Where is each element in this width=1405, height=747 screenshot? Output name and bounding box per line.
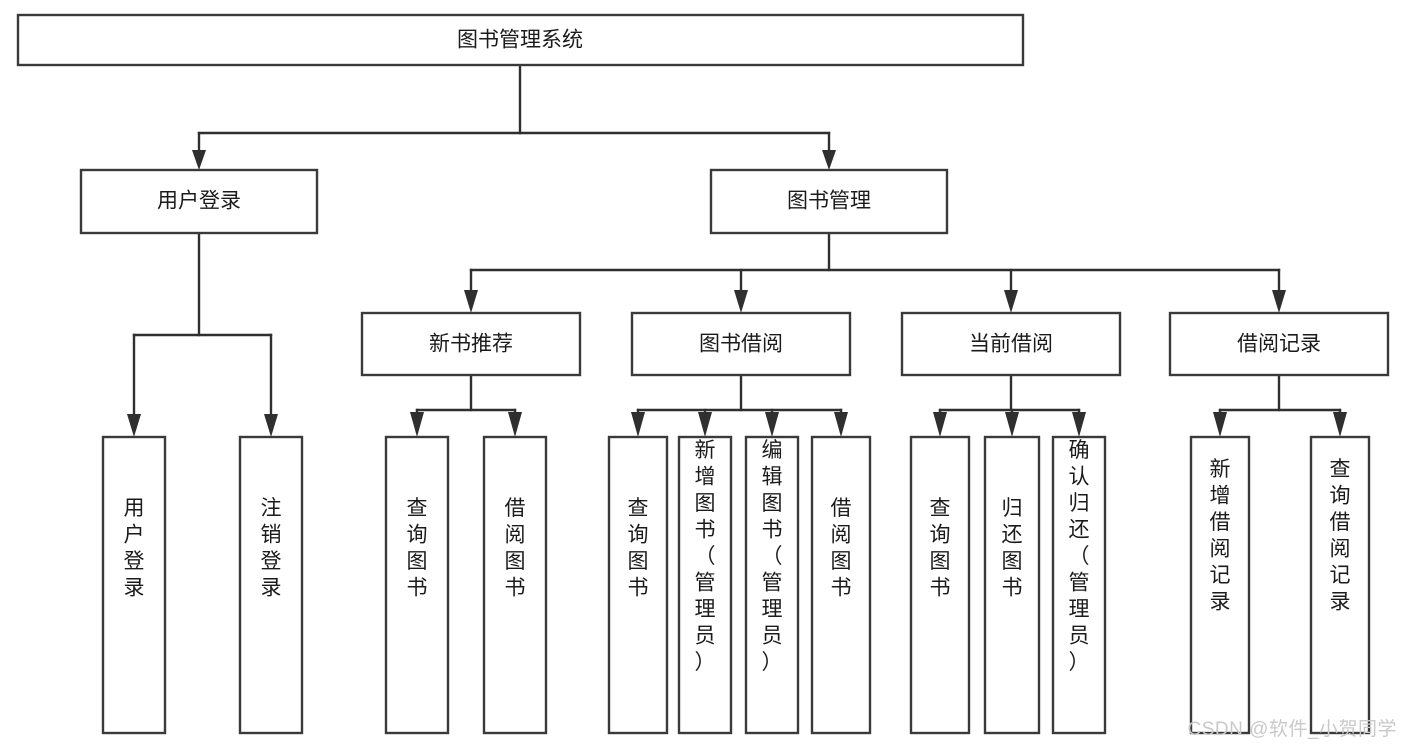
arrowhead-br-leaf-2 (1333, 412, 1347, 437)
leaf-query-borrow-record-box[interactable] (1309, 435, 1371, 735)
connectors-layer (127, 63, 1347, 437)
arrowhead-bb-leaf-2 (698, 412, 712, 437)
leaf-borrow-book-bb[interactable]: 借阅图书 (810, 435, 872, 735)
node-user-login[interactable]: 用户登录 (79, 168, 319, 235)
node-root-system[interactable]: 图书管理系统 (16, 13, 1025, 67)
arrowhead-leaf-user-login (127, 414, 141, 437)
node-current-borrow-box[interactable] (900, 311, 1122, 377)
leaf-edit-book-admin-box[interactable] (744, 435, 800, 735)
node-user-login-label: 用户登录 (157, 190, 241, 213)
leaf-borrow-book-nb-box[interactable] (482, 435, 548, 735)
leaf-borrow-book-bb-label: 借阅图书 (831, 497, 852, 600)
leaf-query-book-cb[interactable]: 查询图书 (909, 435, 971, 735)
leaf-return-book[interactable]: 归还图书 (983, 435, 1041, 735)
csdn-watermark: CSDN @软件_小贺同学 (1187, 719, 1397, 740)
node-user-login-box[interactable] (79, 168, 319, 235)
leaf-borrow-book-nb[interactable]: 借阅图书 (482, 435, 548, 735)
node-new-book-recommend-label: 新书推荐 (429, 333, 513, 356)
node-current-borrow-label: 当前借阅 (969, 333, 1053, 356)
node-root-system-label: 图书管理系统 (457, 29, 583, 52)
arrowhead-nb-leaf-1 (410, 412, 424, 437)
leaf-query-book-nb-box[interactable] (384, 435, 450, 735)
arrowhead-book-borrow (734, 290, 748, 313)
leaf-query-book-nb-label: 查询图书 (407, 497, 428, 600)
arrowhead-cb-leaf-1 (933, 412, 947, 437)
node-borrow-record-box[interactable] (1168, 311, 1390, 377)
node-borrow-record[interactable]: 借阅记录 (1168, 311, 1390, 377)
leaf-query-book-cb-label: 查询图书 (930, 497, 951, 600)
node-book-borrow-box[interactable] (630, 311, 852, 377)
arrowhead-bb-leaf-1 (631, 412, 645, 437)
arrowhead-book-mgmt (822, 150, 836, 170)
leaf-borrow-book-bb-box[interactable] (810, 435, 872, 735)
arrowhead-leaf-logout (264, 414, 278, 437)
arrowhead-bb-leaf-4 (834, 412, 848, 437)
leaf-edit-book-admin[interactable]: 编辑图书（管理员） (744, 435, 800, 735)
arrowhead-cb-leaf-3 (1072, 412, 1086, 437)
node-new-book-recommend-box[interactable] (360, 311, 582, 377)
arrowhead-current-borrow (1004, 290, 1018, 313)
node-new-book-recommend[interactable]: 新书推荐 (360, 311, 582, 377)
leaf-add-book-admin-box[interactable] (677, 435, 733, 735)
arrowhead-cb-leaf-2 (1005, 412, 1019, 437)
leaf-query-book-bb[interactable]: 查询图书 (607, 435, 669, 735)
leaf-confirm-return-admin-box[interactable] (1051, 435, 1107, 735)
leaf-add-borrow-record[interactable]: 新增借阅记录 (1189, 435, 1251, 735)
leaf-add-borrow-record-label: 新增借阅记录 (1210, 458, 1231, 614)
leaf-query-book-bb-label: 查询图书 (628, 497, 649, 600)
leaf-confirm-return-admin[interactable]: 确认归还（管理员） (1051, 435, 1107, 735)
leaf-query-borrow-record[interactable]: 查询借阅记录 (1309, 435, 1371, 735)
arrowhead-borrow-record (1272, 290, 1286, 313)
node-root-system-box[interactable] (16, 13, 1025, 67)
leaf-user-login-box[interactable] (101, 435, 167, 735)
leaf-borrow-book-nb-label: 借阅图书 (505, 497, 526, 600)
leaf-add-book-admin[interactable]: 新增图书（管理员） (677, 435, 733, 735)
leaf-return-book-label: 归还图书 (1002, 497, 1023, 600)
leaf-edit-book-admin-label: 编辑图书（管理员） (762, 439, 783, 674)
leaf-user-login-label: 用户登录 (124, 497, 145, 600)
leaf-confirm-return-admin-label: 确认归还（管理员） (1069, 439, 1090, 674)
node-book-borrow-label: 图书借阅 (699, 333, 783, 356)
arrowhead-bb-leaf-3 (765, 412, 779, 437)
arrowhead-new-book (464, 290, 478, 313)
arrowhead-nb-leaf-2 (508, 412, 522, 437)
leaf-add-book-admin-label: 新增图书（管理员） (695, 439, 716, 674)
leaf-query-book-cb-box[interactable] (909, 435, 971, 735)
leaf-query-book-nb[interactable]: 查询图书 (384, 435, 450, 735)
node-borrow-record-label: 借阅记录 (1237, 333, 1321, 356)
leaf-query-book-bb-box[interactable] (607, 435, 669, 735)
node-current-borrow[interactable]: 当前借阅 (900, 311, 1122, 377)
leaf-add-borrow-record-box[interactable] (1189, 435, 1251, 735)
leaf-logout-label: 注销登录 (261, 497, 282, 600)
arrowhead-user-login (192, 150, 206, 170)
node-book-management[interactable]: 图书管理 (709, 168, 949, 235)
leaf-query-borrow-record-label: 查询借阅记录 (1330, 458, 1351, 614)
leaf-logout-box[interactable] (238, 435, 304, 735)
node-book-borrow[interactable]: 图书借阅 (630, 311, 852, 377)
leaf-logout[interactable]: 注销登录 (238, 435, 304, 735)
arrowhead-br-leaf-1 (1213, 412, 1227, 437)
node-book-management-box[interactable] (709, 168, 949, 235)
leaf-user-login[interactable]: 用户登录 (101, 435, 167, 735)
leaf-return-book-box[interactable] (983, 435, 1041, 735)
node-book-management-label: 图书管理 (787, 190, 871, 213)
